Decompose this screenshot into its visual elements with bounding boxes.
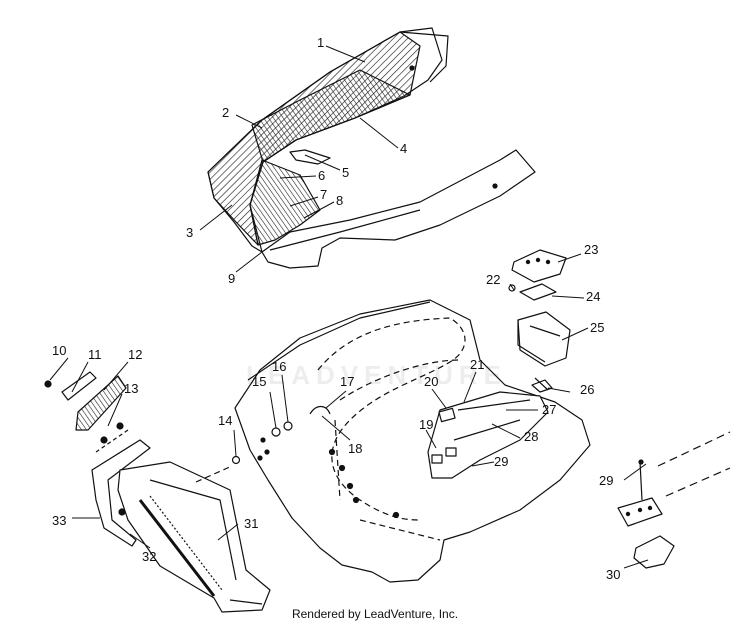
switch-box <box>508 249 571 367</box>
callout-14: 14 <box>218 413 232 428</box>
callout-3: 3 <box>186 225 193 240</box>
watermark: LEADVENTURE <box>246 360 508 390</box>
left-side-parts <box>44 371 271 613</box>
callout-30: 30 <box>606 567 620 582</box>
callout-29-right: 29 <box>599 473 613 488</box>
upper-hood-assembly <box>207 27 536 269</box>
callout-24: 24 <box>586 289 600 304</box>
callout-16: 16 <box>272 359 286 374</box>
callout-22: 22 <box>486 272 500 287</box>
right-side-parts <box>617 431 731 569</box>
callout-27: 27 <box>542 402 556 417</box>
callout-10: 10 <box>52 343 66 358</box>
callout-11: 11 <box>88 347 102 362</box>
callout-2: 2 <box>222 105 229 120</box>
hood-shell <box>234 299 591 583</box>
callout-18: 18 <box>348 441 362 456</box>
callout-28: 28 <box>524 429 538 444</box>
callout-13: 13 <box>124 381 138 396</box>
callout-1: 1 <box>317 35 324 50</box>
callout-4: 4 <box>400 141 407 156</box>
callout-23: 23 <box>584 242 598 257</box>
footer-credit: Rendered by LeadVenture, Inc. <box>291 607 459 621</box>
callout-33: 33 <box>52 513 66 528</box>
callout-5: 5 <box>342 165 349 180</box>
callout-15: 15 <box>252 374 266 389</box>
callout-6: 6 <box>318 168 325 183</box>
callout-labels: 1 2 3 4 5 6 7 8 9 10 11 12 13 14 15 16 1… <box>52 35 620 582</box>
callout-26: 26 <box>580 382 594 397</box>
callout-9: 9 <box>228 271 235 286</box>
callout-21: 21 <box>470 357 484 372</box>
leader-lines <box>49 45 649 569</box>
callout-12: 12 <box>128 347 142 362</box>
callout-32: 32 <box>142 549 156 564</box>
callout-20: 20 <box>424 374 438 389</box>
callout-7: 7 <box>320 187 327 202</box>
dash-panel <box>427 379 553 479</box>
callout-19: 19 <box>419 417 433 432</box>
callout-31: 31 <box>244 516 258 531</box>
callout-17: 17 <box>340 374 354 389</box>
callout-29-dash: 29 <box>494 454 508 469</box>
callout-8: 8 <box>336 193 343 208</box>
callout-25: 25 <box>590 320 604 335</box>
